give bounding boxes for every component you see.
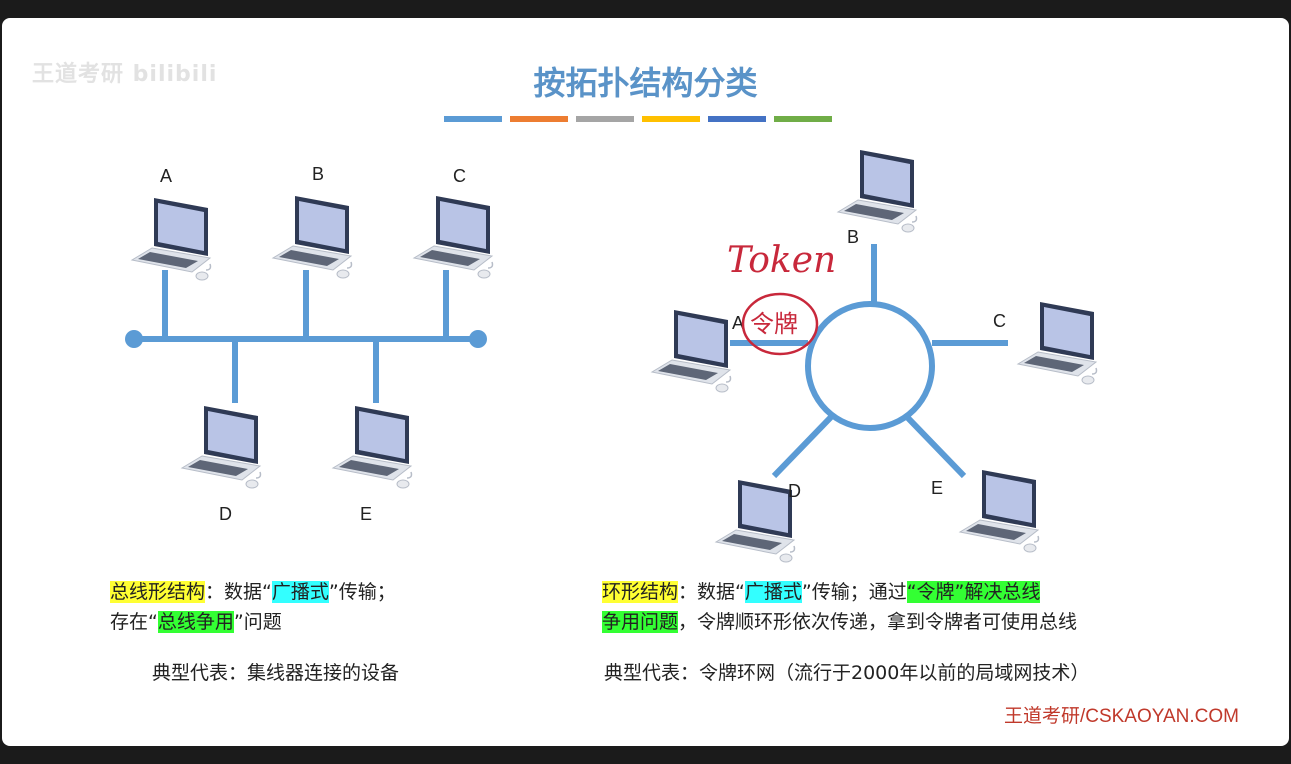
footer-brand: 王道考研/CSKAOYAN.COM: [1003, 706, 1239, 727]
color-strip-segment: [708, 116, 766, 122]
token-annotation: Token: [727, 240, 836, 281]
ring-node-label: E: [931, 478, 943, 498]
bus-example: 典型代表：集线器连接的设备: [152, 662, 400, 684]
bus-desc-text: ”传输；: [328, 581, 396, 603]
bus-node-label: A: [160, 166, 172, 186]
ring-desc-text: ：数据“: [678, 581, 745, 603]
topology-diagram: A B C D E B C A D E Token: [125, 149, 1098, 563]
bus-terminator: [469, 330, 487, 348]
laptop-icon: [131, 197, 212, 281]
bus-desc-text: 存在“: [110, 611, 158, 633]
ring: [805, 301, 935, 431]
bus-terminator: [125, 330, 143, 348]
ring-broadcast-highlight: 广播式: [744, 581, 802, 603]
ring-node-label: A: [732, 313, 744, 333]
ring-desc-text: ，令牌顺环形依次传递，拿到令牌者可使用总线: [678, 611, 1078, 633]
laptop-icon: [837, 149, 918, 233]
ring-structure-name: 环形结构: [602, 581, 679, 603]
bus-description: 总线形结构：数据“广播式”传输； 存在“总线争用”问题: [110, 577, 396, 637]
laptop-icon: [272, 195, 353, 279]
color-strip-segment: [576, 116, 634, 122]
laptop-icon: [651, 309, 732, 393]
bus-contention-highlight: 总线争用: [157, 611, 234, 633]
bus-structure-name: 总线形结构: [110, 581, 206, 603]
title-color-strip: [444, 116, 832, 122]
ring-token-highlight: “令牌”解决总线: [906, 581, 1041, 603]
color-strip-segment: [642, 116, 700, 122]
ring-link-d: [771, 413, 835, 479]
color-strip-segment: [510, 116, 568, 122]
ring-topology: B C A D E Token 令牌: [651, 149, 1098, 563]
ring-link-e: [905, 415, 967, 479]
bus-node-label: D: [219, 504, 232, 524]
slide: 王道考研 bilibili 按拓扑结构分类: [2, 18, 1289, 746]
ring-node-label: C: [993, 311, 1006, 331]
color-strip-segment: [444, 116, 502, 122]
ring-node-label: D: [788, 481, 801, 501]
laptop-icon: [959, 469, 1040, 553]
token-annotation-circle: [741, 292, 819, 356]
ring-desc-text: ”传输；通过: [801, 581, 907, 603]
bus-broadcast-highlight: 广播式: [271, 581, 329, 603]
laptop-icon: [413, 195, 494, 279]
bus-node-label: C: [453, 166, 466, 186]
bus-node-label: E: [360, 504, 372, 524]
bus-desc-text: ：数据“: [205, 581, 272, 603]
laptop-icon: [332, 405, 413, 489]
ring-node-label: B: [847, 227, 859, 247]
ring-example: 典型代表：令牌环网（流行于2000年以前的局域网技术）: [604, 662, 1090, 684]
page-title: 按拓扑结构分类: [533, 64, 758, 102]
token-annotation-cn: 令牌: [750, 310, 798, 338]
laptop-icon: [1017, 301, 1098, 385]
ring-description: 环形结构：数据“广播式”传输；通过“令牌”解决总线 争用问题，令牌顺环形依次传递…: [602, 577, 1077, 637]
laptop-icon: [715, 479, 796, 563]
color-strip-segment: [774, 116, 832, 122]
bus-node-label: B: [312, 164, 324, 184]
laptop-icon: [181, 405, 262, 489]
bus-desc-text: ”问题: [233, 611, 282, 633]
watermark: 王道考研 bilibili: [32, 62, 218, 87]
bus-topology: A B C D E: [125, 164, 494, 524]
ring-token-highlight-2: 争用问题: [602, 611, 679, 633]
